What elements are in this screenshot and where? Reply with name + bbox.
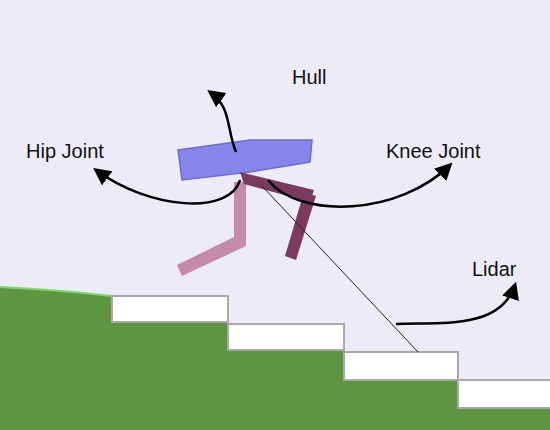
knee-arrow: [268, 165, 450, 207]
back-shin: [177, 236, 246, 276]
front-shin: [285, 192, 316, 260]
back-thigh: [234, 182, 246, 245]
part-label: Hip Joint: [26, 140, 104, 163]
lidar-ray: [262, 186, 418, 352]
hip-arrow: [96, 170, 240, 203]
hull-arrow: [210, 92, 236, 152]
stairs: [112, 296, 550, 408]
lidar-arrow: [396, 285, 515, 324]
part-label: Lidar: [472, 258, 516, 281]
part-label: Knee Joint: [386, 140, 481, 163]
part-label: Hull: [292, 66, 326, 89]
ground-edge: [0, 287, 112, 296]
